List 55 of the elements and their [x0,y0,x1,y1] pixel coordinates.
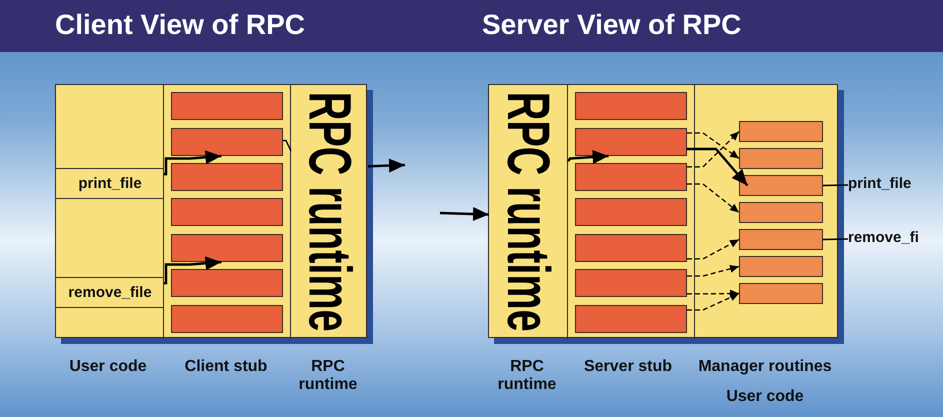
routine-bar [739,202,823,223]
routine-label: print_file [78,175,142,192]
arrow [567,150,609,164]
stub-bar [171,269,283,297]
stub-bar [171,305,283,333]
arrow [164,150,222,176]
panel-heading: Client View of RPC [55,9,305,41]
column-caption: User code [69,358,147,375]
panel-heading: Server View of RPC [482,9,742,41]
routine-bar [739,148,823,169]
routine-bar [739,175,823,196]
stub-bar [171,128,283,156]
column-caption: Manager routines [698,358,832,375]
dashed-arrow [687,183,740,213]
arrow [687,148,748,186]
stub-bar [171,92,283,120]
routine-label: print_file [848,175,912,192]
column-caption: RPC runtime [298,358,358,393]
routine-label: remove_file [68,284,152,301]
stub-bar [171,198,283,226]
stub-bar [575,305,687,333]
leader-line [822,184,848,186]
routine-bar [739,229,823,250]
stub-bar [575,198,687,226]
column-caption: RPC runtime [498,358,556,393]
routine-bar [739,283,823,304]
routine-bar [739,121,823,142]
stub-bar [171,234,283,262]
layer-column [56,85,164,339]
stub-bar [575,234,687,262]
dashed-arrow [687,292,740,311]
dashed-arrow [687,290,739,298]
dashed-arrow [687,264,740,277]
dashed-arrow [687,238,740,260]
routine-cell [56,277,164,308]
stub-bar [575,163,687,191]
arrow [440,207,490,221]
arrow [164,256,222,284]
connector-line [283,140,292,152]
routine-bar [739,256,823,277]
stub-bar [575,128,687,156]
leader-line [822,238,848,240]
column-caption: Client stub [184,358,268,375]
stub-bar [575,92,687,120]
stub-bar [171,163,283,191]
routine-label: remove_fi [848,229,919,246]
stub-bar [575,269,687,297]
runtime-label: RPC runtime [498,92,558,332]
routine-cell [56,168,164,199]
column-caption: User code [726,388,804,405]
dashed-arrow [687,132,740,160]
runtime-label: RPC runtime [300,92,360,332]
dashed-arrow [687,131,740,168]
column-caption: Server stub [584,358,672,375]
arrow [368,158,406,173]
